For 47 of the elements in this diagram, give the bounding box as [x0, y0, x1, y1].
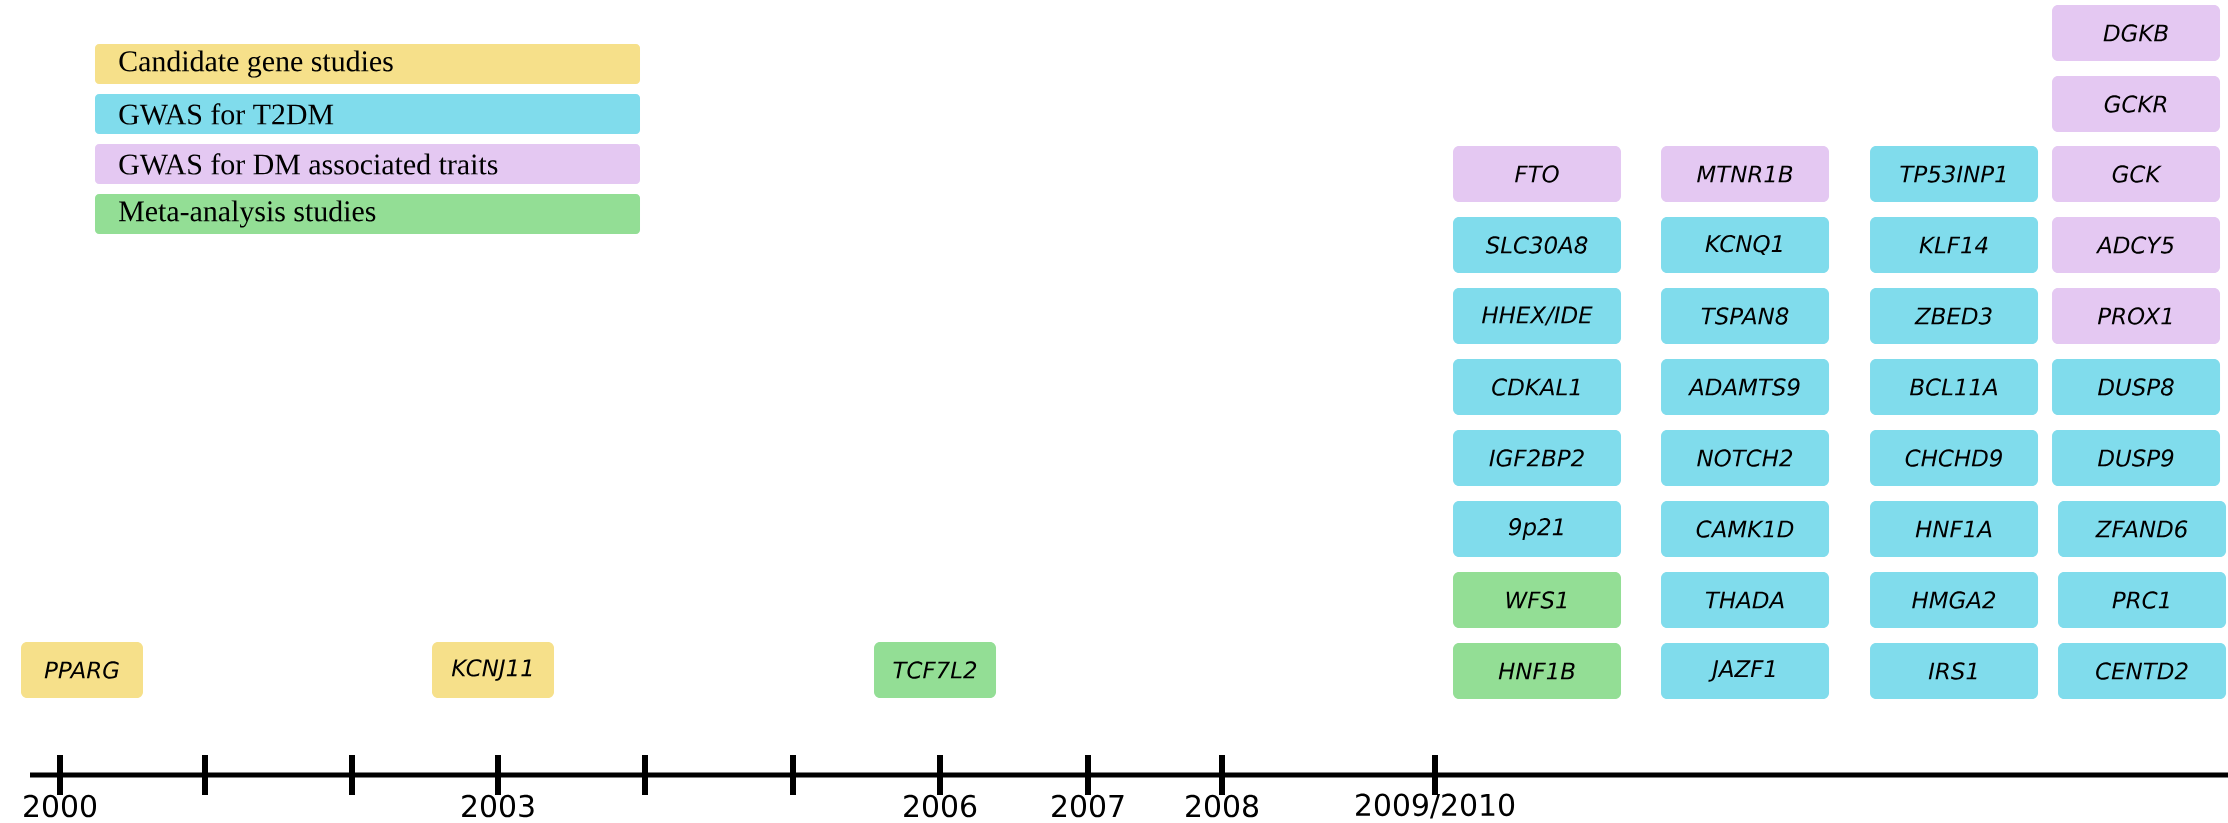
- gene-box: JAZF1: [1661, 643, 1830, 699]
- gene-box: CENTD2: [2058, 643, 2227, 699]
- gene-box: DGKB: [2052, 5, 2221, 61]
- gene-box: KLF14: [1870, 217, 2039, 273]
- gene-box: HMGA2: [1870, 572, 2039, 628]
- gene-box: CAMK1D: [1661, 501, 1830, 557]
- year-label: 2006: [904, 794, 977, 818]
- year-label: 2009/2010: [1356, 793, 1515, 819]
- legend-label: Candidate gene studies: [119, 50, 393, 78]
- gene-box: ADCY5: [2052, 217, 2221, 273]
- gene-box: NOTCH2: [1661, 430, 1830, 486]
- gene-box: HNF1A: [1870, 501, 2039, 557]
- gene-box: IRS1: [1870, 643, 2039, 699]
- gene-box: HNF1B: [1453, 643, 1622, 699]
- gene-box: KCNQ1: [1661, 217, 1830, 273]
- gene-box: TP53INP1: [1870, 146, 2039, 202]
- gene-box: 9p21: [1453, 501, 1622, 557]
- year-label: 2003: [462, 794, 534, 818]
- gene-box: DUSP8: [2052, 359, 2221, 415]
- gene-box: ZFAND6: [2058, 501, 2227, 557]
- gene-box: CDKAL1: [1453, 359, 1622, 415]
- gene-box: HHEX/IDE: [1453, 288, 1622, 344]
- year-label: 2000: [24, 794, 97, 818]
- year-label: 2008: [1186, 794, 1258, 818]
- gene-box: ZBED3: [1870, 288, 2039, 344]
- gene-box: THADA: [1661, 572, 1830, 628]
- legend-label: Meta-analysis studies: [119, 200, 376, 228]
- gene-box: DUSP9: [2052, 430, 2221, 486]
- gene-box: ADAMTS9: [1661, 359, 1830, 415]
- year-label: 2007: [1052, 794, 1124, 818]
- gene-box: GCKR: [2052, 76, 2221, 132]
- gene-box: PROX1: [2052, 288, 2221, 344]
- gene-box: GCK: [2052, 146, 2221, 202]
- gene-box: KCNJ11: [432, 642, 554, 698]
- gene-box: BCL11A: [1870, 359, 2039, 415]
- gene-box: MTNR1B: [1661, 146, 1830, 202]
- gene-box: TCF7L2: [874, 642, 996, 698]
- gene-box: PRC1: [2058, 572, 2227, 628]
- gene-box: SLC30A8: [1453, 217, 1622, 273]
- gene-box: PPARG: [21, 642, 143, 698]
- gene-box: CHCHD9: [1870, 430, 2039, 486]
- gene-box: WFS1: [1453, 572, 1622, 628]
- gene-box: FTO: [1453, 146, 1622, 202]
- legend-label: GWAS for DM associated traits: [119, 153, 498, 175]
- gene-box: IGF2BP2: [1453, 430, 1622, 486]
- legend-label: GWAS for T2DM: [119, 103, 334, 125]
- gene-box: TSPAN8: [1661, 288, 1830, 344]
